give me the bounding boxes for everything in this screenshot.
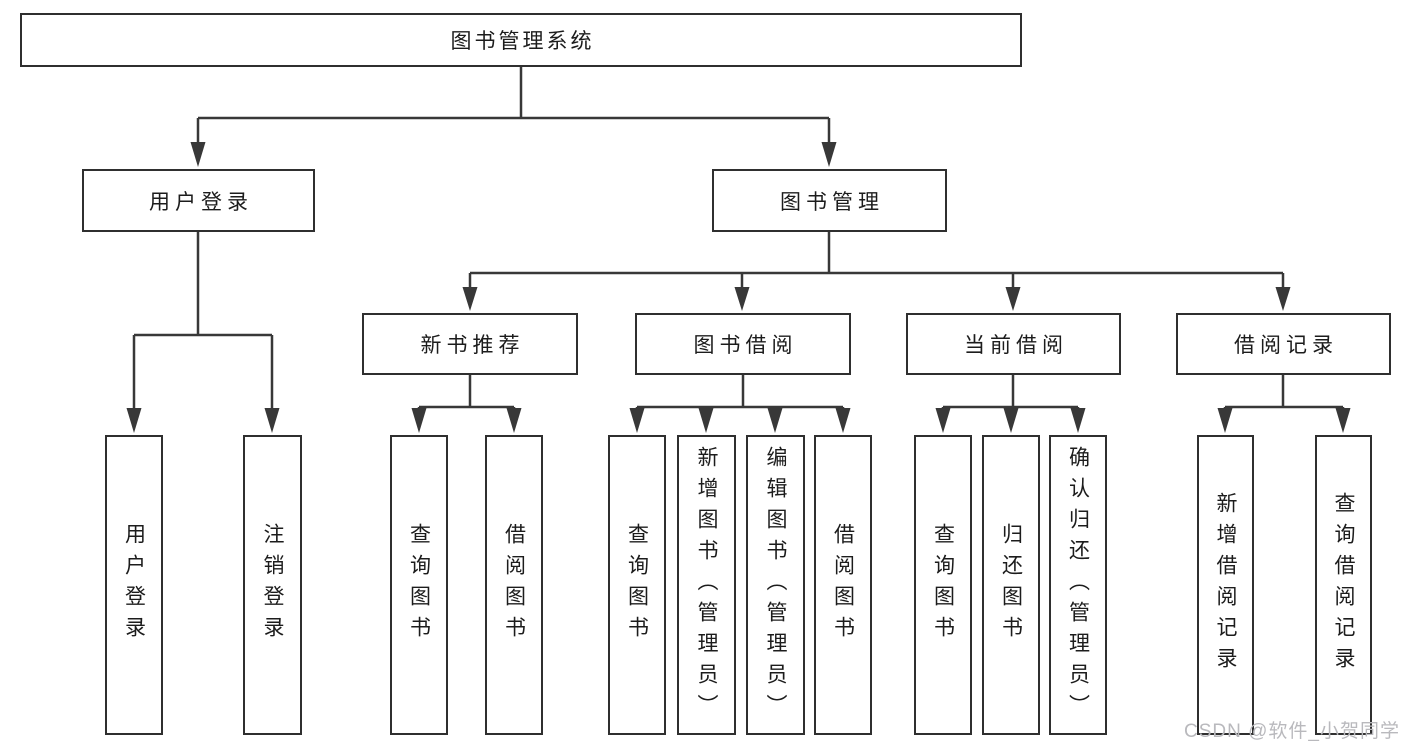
node-label: 查询图书 xyxy=(407,523,431,647)
node-book-management: 图书管理 xyxy=(712,169,947,232)
node-label: 新增图书（管理员） xyxy=(695,445,718,725)
node-book-borrow: 图书借阅 xyxy=(635,313,851,375)
node-new-book-recommend: 新书推荐 xyxy=(362,313,578,375)
node-label: 确认归还（管理员） xyxy=(1066,445,1090,725)
csdn-watermark: CSDN @软件_小贺同学 xyxy=(1184,721,1400,742)
node-label: 新书推荐 xyxy=(420,334,525,357)
node-leaf-borrow-books: 借阅图书 xyxy=(814,435,872,735)
node-library-management-system: 图书管理系统 xyxy=(20,13,1022,67)
node-label: 借阅图书 xyxy=(502,523,526,647)
node-leaf-add-books-admin: 新增图书（管理员） xyxy=(677,435,736,735)
node-label: 图书借阅 xyxy=(693,334,798,357)
node-leaf-return-books: 归还图书 xyxy=(982,435,1040,735)
node-leaf-user-login: 用户登录 xyxy=(105,435,163,735)
node-label: 查询借阅记录 xyxy=(1332,492,1355,678)
node-label: 借阅图书 xyxy=(831,523,855,647)
node-label: 新增借阅记录 xyxy=(1214,492,1237,678)
node-leaf-query-books-current: 查询图书 xyxy=(914,435,972,735)
node-leaf-query-borrow-record: 查询借阅记录 xyxy=(1315,435,1372,735)
node-leaf-add-borrow-record: 新增借阅记录 xyxy=(1197,435,1254,735)
node-leaf-confirm-return-admin: 确认归还（管理员） xyxy=(1049,435,1107,735)
node-leaf-query-books-borrow: 查询图书 xyxy=(608,435,666,735)
node-leaf-query-books-recommend: 查询图书 xyxy=(390,435,448,735)
node-leaf-borrow-books-recommend: 借阅图书 xyxy=(485,435,543,735)
node-label: 用户登录 xyxy=(149,190,253,214)
node-leaf-edit-books-admin: 编辑图书（管理员） xyxy=(746,435,805,735)
node-label: 图书管理 xyxy=(780,190,884,214)
node-current-borrow: 当前借阅 xyxy=(906,313,1121,375)
node-label: 注销登录 xyxy=(261,523,284,647)
node-label: 归还图书 xyxy=(999,523,1023,647)
node-label: 用户登录 xyxy=(122,523,146,647)
node-label: 图书管理系统 xyxy=(450,30,595,53)
connector-arrowheads xyxy=(126,142,1351,433)
node-label: 编辑图书（管理员） xyxy=(764,445,787,725)
node-label: 当前借阅 xyxy=(964,334,1068,357)
node-borrow-record: 借阅记录 xyxy=(1176,313,1391,375)
node-label: 查询图书 xyxy=(931,523,955,647)
node-label: 查询图书 xyxy=(625,523,649,647)
node-user-login-group: 用户登录 xyxy=(82,169,315,232)
connector-lines xyxy=(132,67,1345,411)
node-label: 借阅记录 xyxy=(1234,334,1338,357)
node-leaf-logout: 注销登录 xyxy=(243,435,302,735)
